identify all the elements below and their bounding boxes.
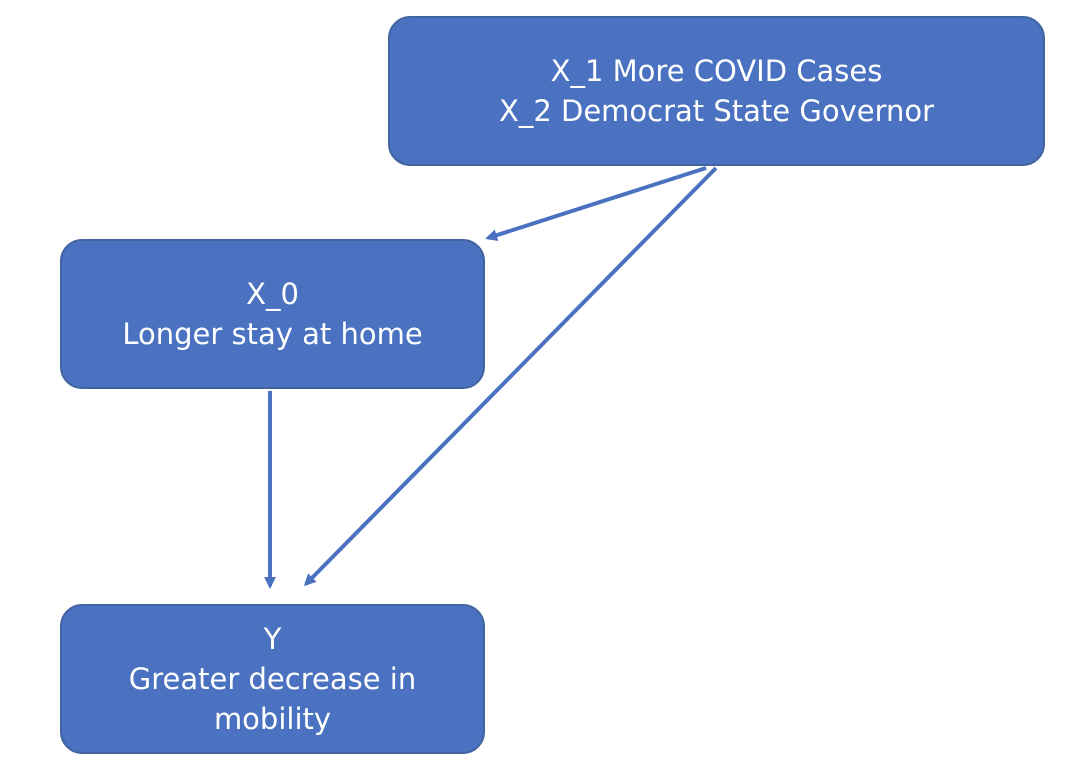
node-x1-label: X_1 More COVID Cases [550,54,883,88]
node-x0-description: Longer stay at home [122,317,423,351]
node-y-description-line1: Greater decrease in [128,662,417,696]
node-y-title: Y [263,622,282,656]
node-x2-label: X_2 Democrat State Governor [498,94,935,128]
node-y-description-line2: mobility [213,702,332,736]
node-x0: X_0 Longer stay at home [60,239,485,389]
node-x1-x2: X_1 More COVID Cases X_2 Democrat State … [388,16,1045,166]
node-x0-title: X_0 [246,277,299,311]
edge-top-to-bottom [303,166,718,587]
edge-top-to-mid [485,166,707,241]
node-y: Y Greater decrease in mobility [60,604,485,754]
